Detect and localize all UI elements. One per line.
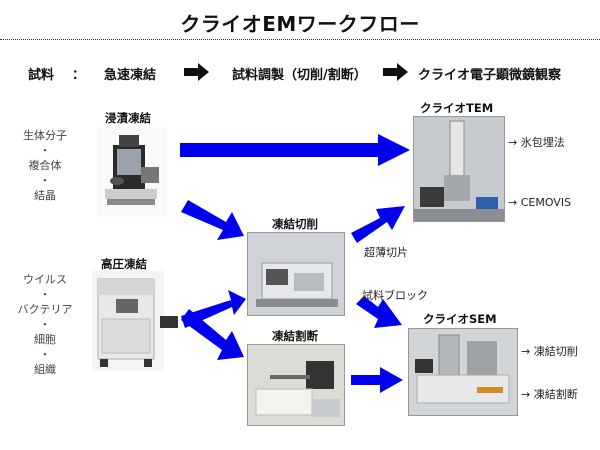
- sample-separator: ・: [39, 174, 51, 187]
- title-divider: [0, 39, 600, 40]
- sample-item: 複合体: [28, 159, 62, 172]
- flow-colon: ：: [72, 68, 86, 83]
- cryo-tem-image: [413, 116, 505, 222]
- flow-step-quick-freeze: 急速凍結: [104, 68, 157, 83]
- arrow-cutting-to-tem: [351, 206, 405, 243]
- freeze-fracture-image: [247, 344, 345, 426]
- label-cryo-tem: クライオTEM: [420, 101, 494, 115]
- sample-separator: ・: [39, 144, 51, 157]
- sample-separator: ・: [39, 288, 51, 301]
- label-sample-block: 試料ブロック: [362, 289, 428, 302]
- sem-output-freeze-cutting: → 凍結切削: [521, 345, 578, 358]
- tem-output-cemovis: → CEMOVIS: [508, 196, 572, 209]
- flow-step-observation: クライオ電子顕微鏡観察: [418, 68, 562, 83]
- label-freeze-cutting: 凍結切削: [272, 217, 318, 231]
- page-title: クライオEMワークフロー: [180, 12, 420, 36]
- arrow-fracture-to-sem: [351, 367, 403, 393]
- freeze-cutting-image: [247, 232, 345, 316]
- tem-output-ice-embedding: → 氷包埋法: [508, 136, 565, 149]
- label-cryo-sem: クライオSEM: [423, 312, 497, 326]
- arrow-hpf-to-fracture: [181, 309, 244, 360]
- sample-list-molecules: 生体分子 ・ 複合体 ・ 結晶: [10, 128, 80, 203]
- sample-item: ウイルス: [23, 273, 67, 286]
- plunge-freezer-image: [97, 127, 167, 217]
- label-freeze-fracture: 凍結割断: [272, 329, 318, 343]
- sem-output-freeze-fracture: → 凍結割断: [521, 388, 578, 401]
- label-plunge-freezing: 浸漬凍結: [105, 111, 151, 125]
- sample-separator: ・: [39, 318, 51, 331]
- sample-item: 結晶: [34, 189, 56, 202]
- arrow-cutting-to-sem: [356, 296, 402, 328]
- flow-arrow-icon-1: [184, 63, 209, 81]
- flow-step-preparation: 試料調製（切削/割断）: [232, 68, 367, 83]
- sample-separator: ・: [39, 348, 51, 361]
- sample-item: 細胞: [34, 333, 56, 346]
- hpf-accessory-image: [160, 316, 178, 328]
- label-high-pressure-freezing: 高圧凍結: [101, 257, 147, 271]
- sample-item: 生体分子: [23, 129, 67, 142]
- flow-arrow-icon-2: [383, 63, 408, 81]
- arrow-plunge-to-tem: [180, 134, 410, 166]
- sample-item: 組織: [34, 363, 56, 376]
- flow-sample: 試料: [28, 68, 55, 83]
- cryo-sem-image: [408, 328, 518, 416]
- high-pressure-freezer-image: [92, 271, 164, 371]
- label-ultrathin-section: 超薄切片: [364, 246, 408, 259]
- sample-item: バクテリア: [17, 303, 73, 316]
- arrow-plunge-to-cutting: [181, 200, 244, 240]
- sample-list-cells: ウイルス ・ バクテリア ・ 細胞 ・ 組織: [10, 272, 80, 377]
